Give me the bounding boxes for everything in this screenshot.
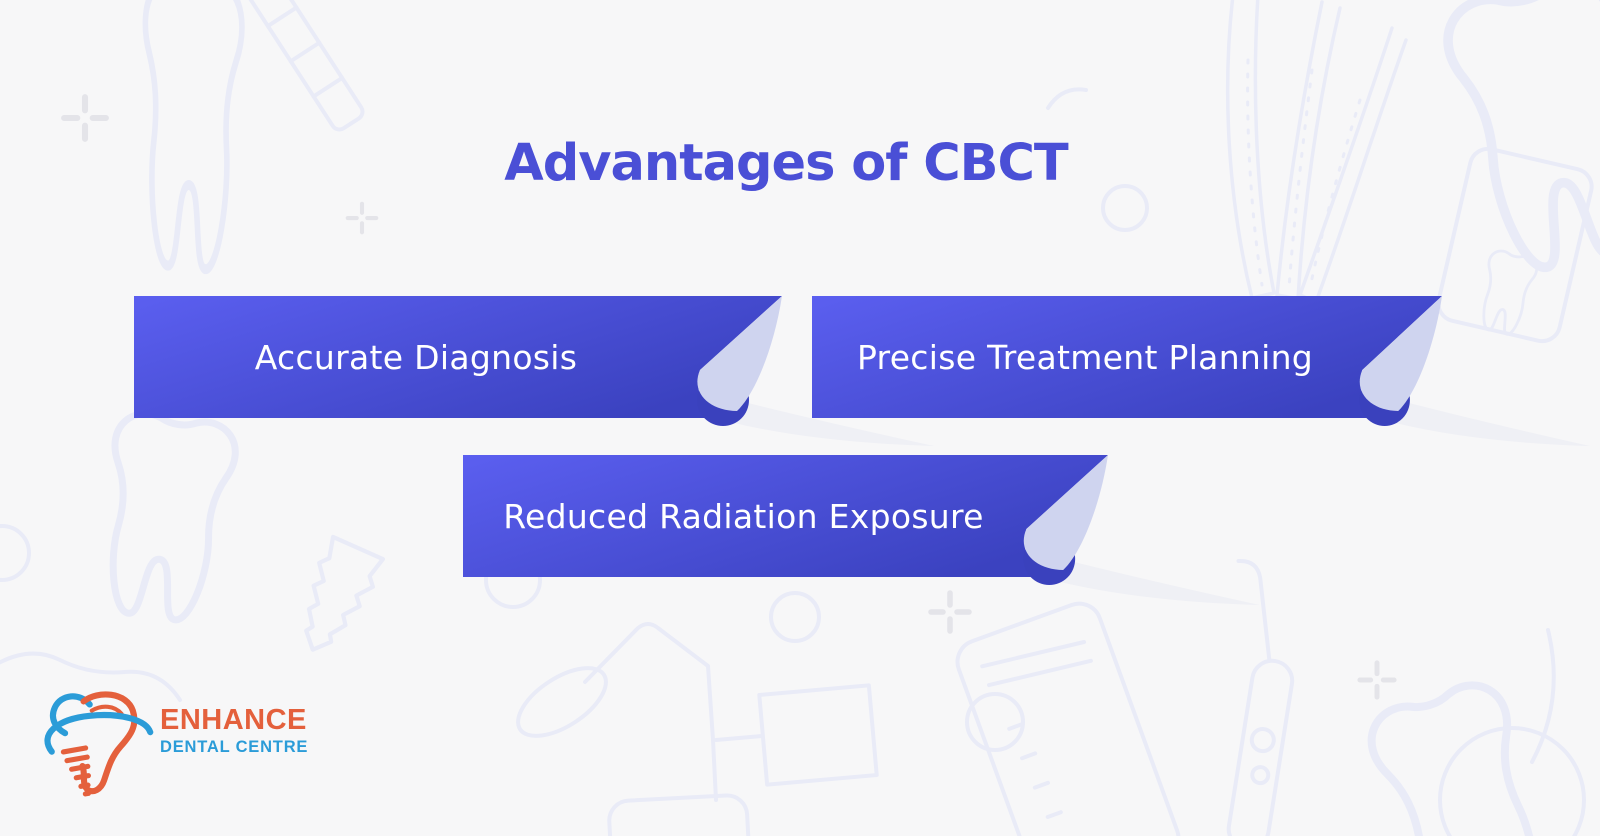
pen-doodle-icon xyxy=(1530,628,1556,764)
brand-tagline: DENTAL CENTRE xyxy=(160,738,309,756)
brand-logo: ENHANCE DENTAL CENTRE xyxy=(44,686,308,804)
brand-name: ENHANCE xyxy=(160,704,307,736)
arc-doodle xyxy=(1046,87,1088,110)
ribbon-shape xyxy=(134,296,934,446)
advantage-ribbon-3: Reduced Radiation Exposure xyxy=(463,455,1260,605)
plus-doodle-icon xyxy=(64,97,106,139)
curl-shadow xyxy=(1362,402,1590,446)
page-curl-icon xyxy=(1023,455,1108,570)
curl-shadow xyxy=(1026,561,1260,605)
film-doodle-icon xyxy=(757,683,879,787)
circle-doodle xyxy=(965,692,1025,752)
implant-doodle-icon xyxy=(286,536,385,662)
page-title: Advantages of CBCT xyxy=(504,134,1068,193)
braces-band-doodle-icon xyxy=(242,0,368,135)
plus-doodle-icon xyxy=(931,593,969,631)
advantage-ribbon-2: Precise Treatment Planning xyxy=(812,296,1590,446)
page-curl-icon xyxy=(1359,296,1442,411)
scaler-tool-doodle-icon xyxy=(1226,559,1295,836)
plus-doodle-icon xyxy=(348,204,377,233)
dental-lamp-doodle-icon xyxy=(516,622,764,836)
advantage-label: Precise Treatment Planning xyxy=(856,337,1314,377)
circle-doodle xyxy=(0,524,31,582)
plus-doodle-icon xyxy=(1360,663,1394,697)
ribbon-shape xyxy=(812,296,1590,446)
tooth-doodle-icon xyxy=(92,410,239,625)
page-curl-icon xyxy=(697,296,782,411)
chart-tablet-doodle-icon xyxy=(955,601,1181,836)
circle-doodle xyxy=(769,591,821,643)
circle-doodle xyxy=(1101,184,1149,232)
tooth-badge-doodle-icon xyxy=(1436,146,1594,344)
squiggle-doodle xyxy=(0,651,182,702)
ribbon-shape xyxy=(463,455,1260,605)
curl-shadow xyxy=(700,402,934,446)
tooth-logo-icon xyxy=(44,691,154,797)
circle-doodle xyxy=(1438,726,1586,836)
advantage-label: Reduced Radiation Exposure xyxy=(503,496,984,536)
advantage-ribbon-1: Accurate Diagnosis xyxy=(134,296,934,446)
advantage-label: Accurate Diagnosis xyxy=(254,337,578,377)
